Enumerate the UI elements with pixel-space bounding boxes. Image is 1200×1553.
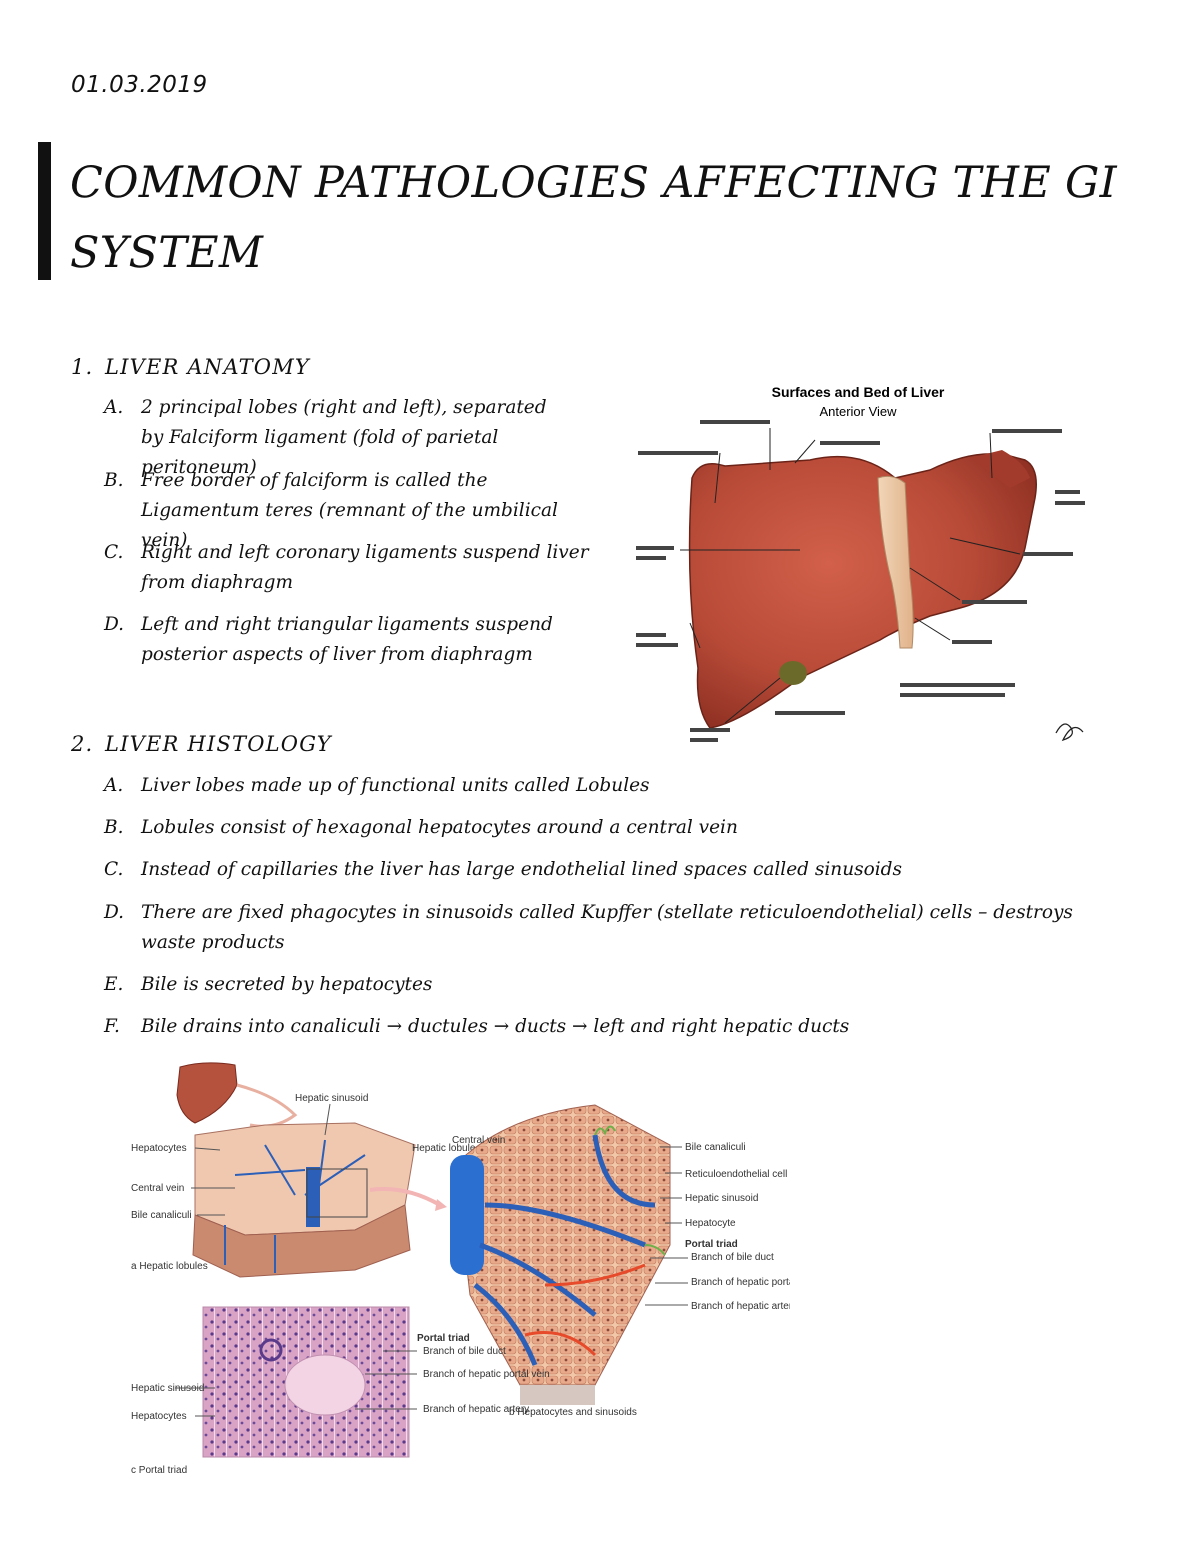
list-item: C. Instead of capillaries the liver has … — [104, 855, 1104, 885]
caption-hepatic-lobules: a Hepatic lobules — [131, 1261, 208, 1272]
label-hepatocytes-a: Hepatocytes — [131, 1143, 187, 1154]
list-item-letter: E. — [104, 974, 124, 995]
list-item-letter: A. — [104, 397, 124, 418]
section-heading-liver-histology: 2. LIVER HISTOLOGY — [71, 732, 332, 756]
caption-portal-triad: c Portal triad — [131, 1465, 187, 1476]
list-item: F. Bile drains into canaliculi → ductule… — [104, 1012, 1104, 1042]
list-item: E. Bile is secreted by hepatocytes — [104, 970, 1104, 1000]
label-bile-canaliculi-a: Bile canaliculi — [131, 1210, 192, 1221]
list-item: B. Free border of falciform is called th… — [104, 466, 604, 556]
label-branch-portal-vein-c: Branch of hepatic portal vein — [423, 1369, 550, 1380]
label-branch-portal-vein-b: Branch of hepatic portal vein — [691, 1277, 790, 1288]
label-reticuloendothelial-cell: Reticuloendothelial cell — [685, 1169, 787, 1180]
list-item-letter: A. — [104, 775, 124, 796]
label-hepatocytes-c: Hepatocytes — [131, 1411, 187, 1422]
label-branch-hepatic-artery-c: Branch of hepatic artery — [423, 1404, 529, 1415]
list-item-text: Bile drains into canaliculi → ductules →… — [141, 1016, 850, 1037]
list-item-letter: D. — [104, 614, 125, 635]
label-central-vein-a: Central vein — [131, 1183, 184, 1194]
list-item: C. Right and left coronary ligaments sus… — [104, 538, 624, 598]
liver-histology-figure: Hepatic sinusoid Hepatocytes Hepatic lob… — [131, 1062, 790, 1476]
liver-figure-title: Surfaces and Bed of Liver — [772, 384, 945, 400]
section-heading-liver-anatomy: 1. LIVER ANATOMY — [71, 355, 310, 379]
liver-anatomy-figure: Surfaces and Bed of Liver Anterior View — [636, 384, 1085, 742]
list-item-letter: C. — [104, 859, 124, 880]
list-item-text: Lobules consist of hexagonal hepatocytes… — [141, 817, 738, 838]
list-item-text: There are fixed phagocytes in sinusoids … — [141, 902, 1073, 953]
label-hepatic-sinusoid-c: Hepatic sinusoid — [131, 1383, 204, 1394]
label-hepatic-sinusoid-b: Hepatic sinusoid — [685, 1193, 758, 1204]
label-hepatic-lobule: Hepatic lobule — [412, 1143, 476, 1154]
label-central-vein-b: Central vein — [452, 1135, 505, 1146]
label-hepatocyte-b: Hepatocyte — [685, 1218, 736, 1229]
document-title: COMMON PATHOLOGIES AFFECTING THE GI SYST… — [70, 158, 1117, 278]
list-item-text: Bile is secreted by hepatocytes — [141, 974, 433, 995]
list-item: A. 2 principal lobes (right and left), s… — [104, 393, 574, 483]
list-item-text: Liver lobes made up of functional units … — [141, 775, 650, 796]
label-hepatic-sinusoid-a: Hepatic sinusoid — [295, 1093, 368, 1104]
liver-figure-subtitle: Anterior View — [819, 404, 897, 419]
label-branch-hepatic-artery-b: Branch of hepatic artery — [691, 1301, 790, 1312]
section-title: LIVER ANATOMY — [105, 355, 310, 379]
section-number: 2. — [71, 732, 94, 756]
label-portal-triad-b: Portal triad — [685, 1239, 738, 1250]
list-item: A. Liver lobes made up of functional uni… — [104, 771, 1104, 801]
list-item: D. Left and right triangular ligaments s… — [104, 610, 574, 670]
list-item-text: Instead of capillaries the liver has lar… — [141, 859, 903, 880]
label-bile-canaliculi-b: Bile canaliculi — [685, 1142, 746, 1153]
list-item: B. Lobules consist of hexagonal hepatocy… — [104, 813, 1104, 843]
caption-hepatocytes-sinusoids: b Hepatocytes and sinusoids — [509, 1407, 637, 1418]
list-item-letter: B. — [104, 817, 124, 838]
title-accent-bar — [38, 142, 51, 280]
section-number: 1. — [71, 355, 94, 379]
label-branch-bile-duct-b: Branch of bile duct — [691, 1252, 774, 1263]
label-portal-triad-c: Portal triad — [417, 1333, 470, 1344]
list-item-letter: C. — [104, 542, 124, 563]
document-date: 01.03.2019 — [71, 72, 208, 98]
list-item-text: Left and right triangular ligaments susp… — [141, 614, 553, 665]
list-item-text: Free border of falciform is called the L… — [141, 470, 558, 551]
label-branch-bile-duct-c: Branch of bile duct — [423, 1346, 506, 1357]
list-item-text: Right and left coronary ligaments suspen… — [141, 542, 589, 593]
list-item-letter: F. — [104, 1016, 120, 1037]
list-item-letter: B. — [104, 470, 124, 491]
list-item: D. There are fixed phagocytes in sinusoi… — [104, 898, 1084, 958]
list-item-text: 2 principal lobes (right and left), sepa… — [141, 397, 547, 478]
section-title: LIVER HISTOLOGY — [105, 732, 332, 756]
list-item-letter: D. — [104, 902, 125, 923]
